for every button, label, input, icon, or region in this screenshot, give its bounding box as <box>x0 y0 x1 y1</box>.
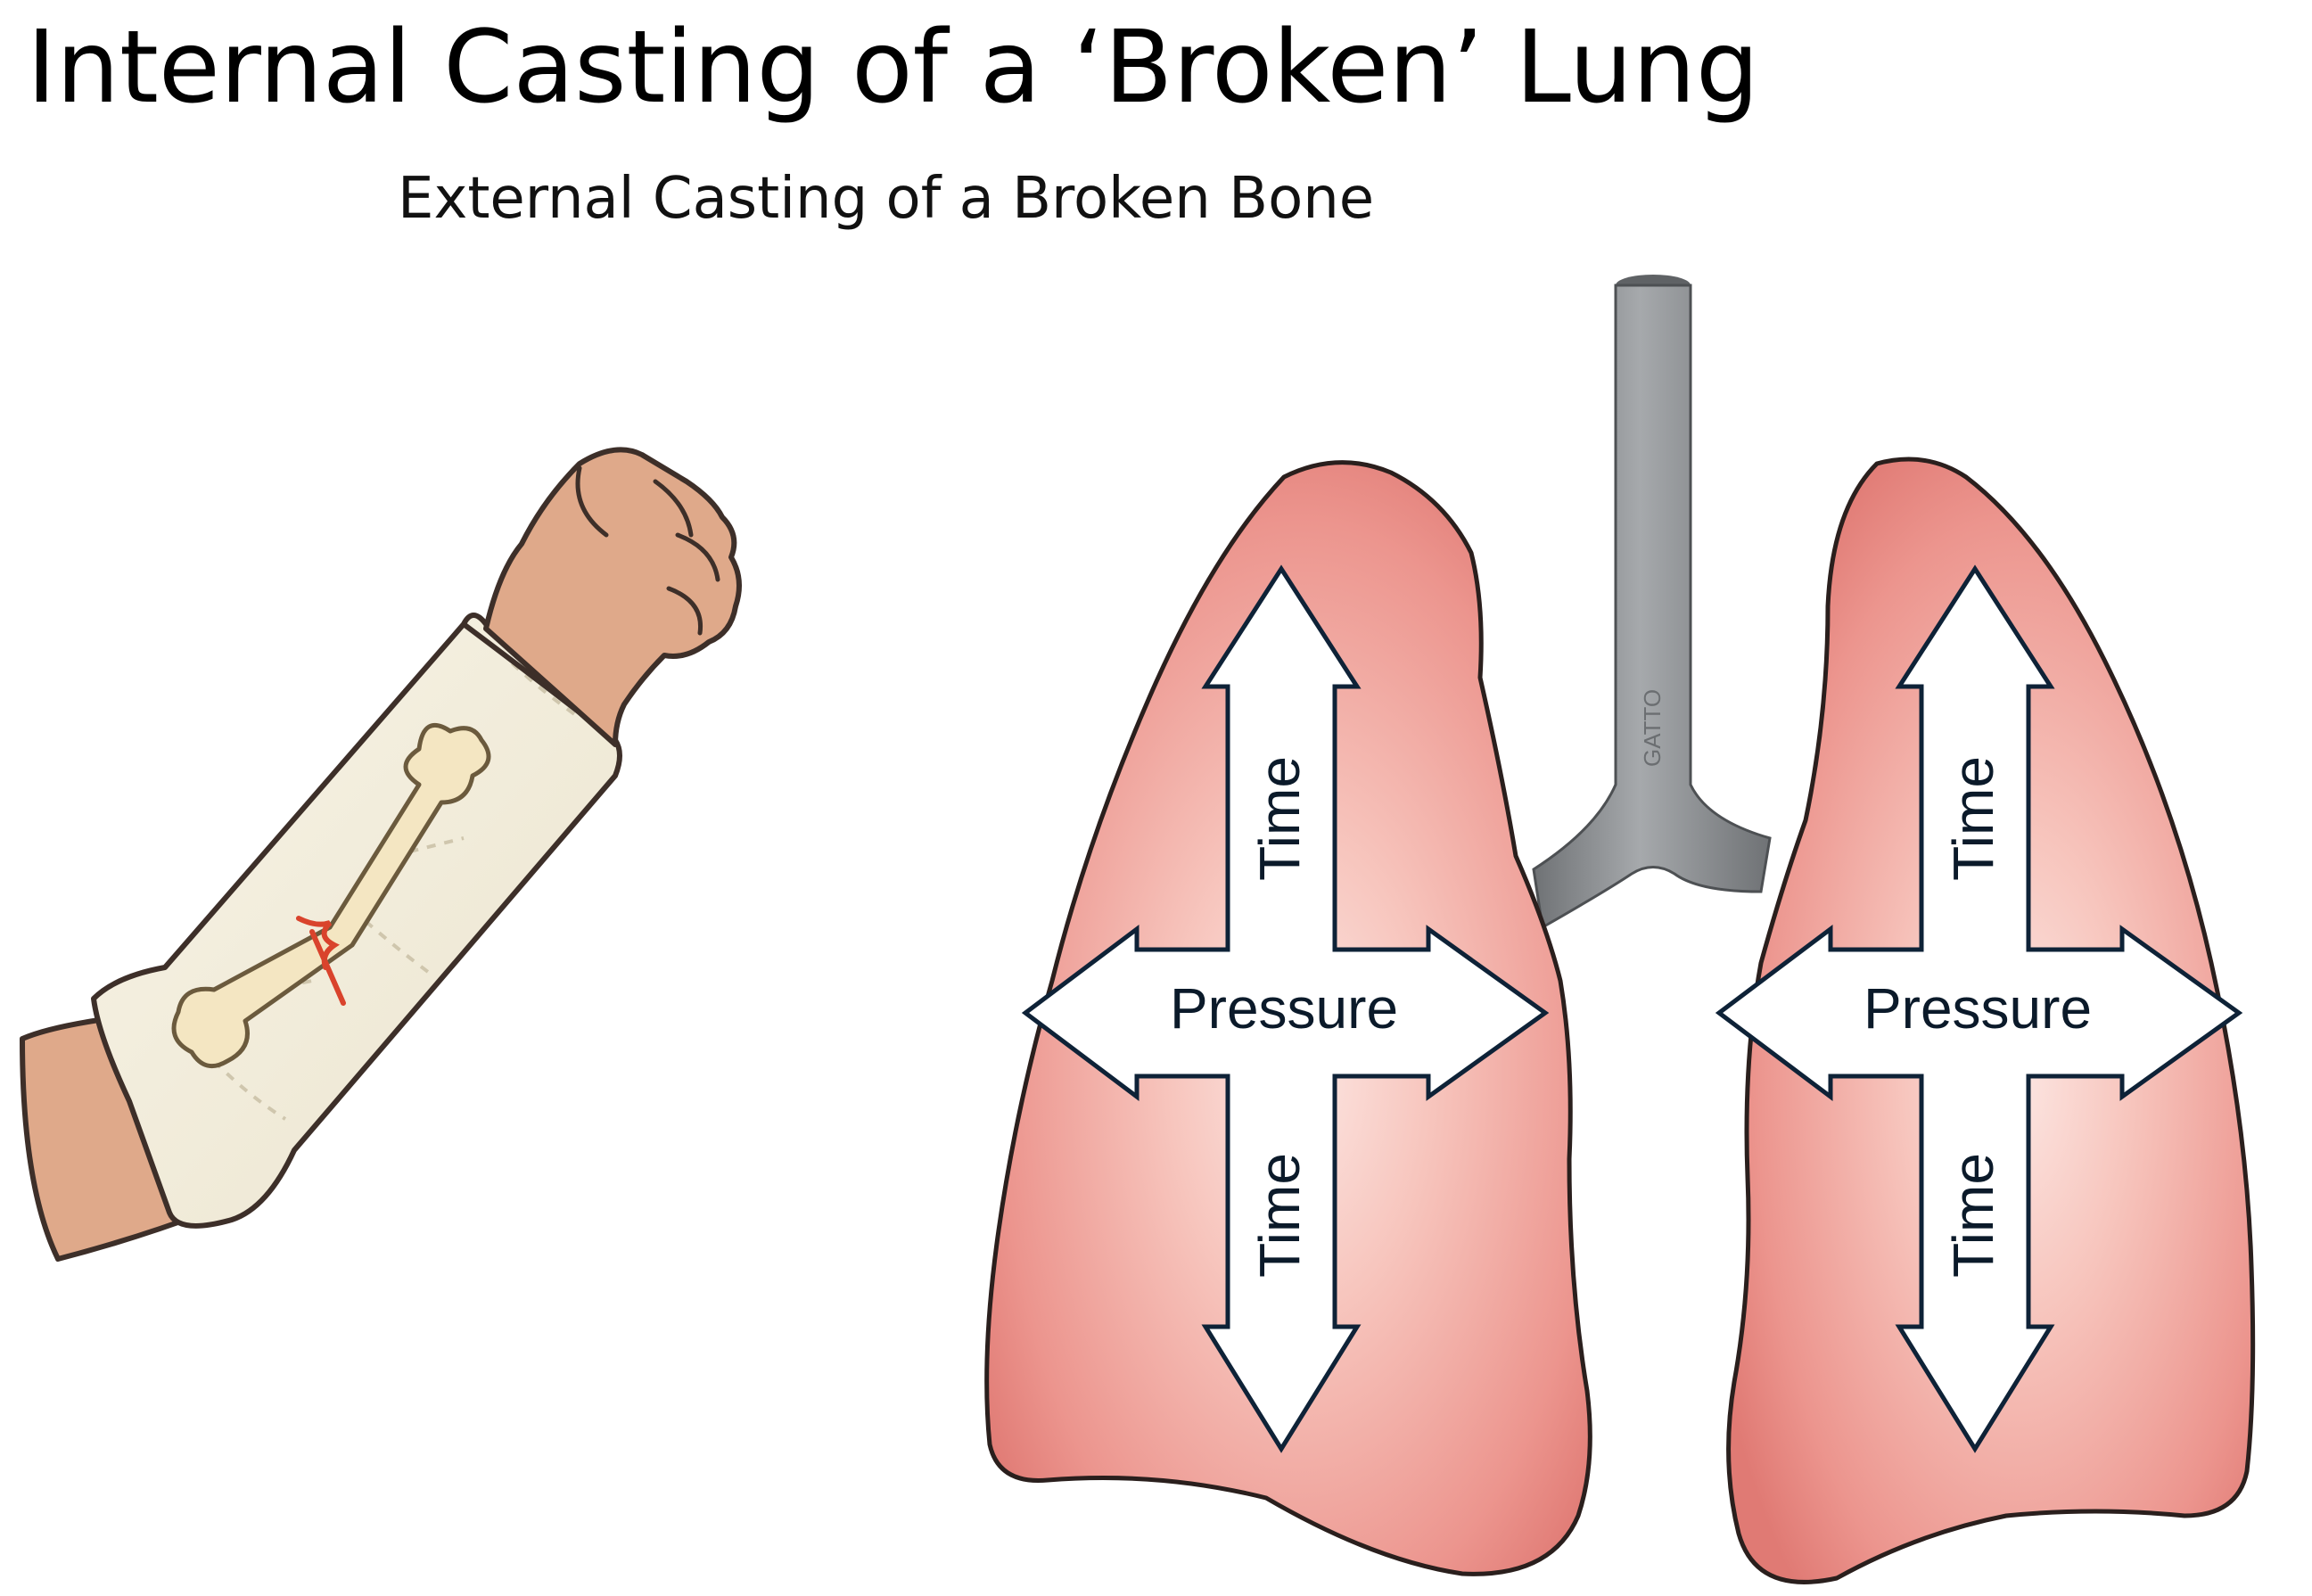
left-time-top-label: Time <box>1247 756 1312 881</box>
left-pressure-label: Pressure <box>1170 976 1398 1041</box>
slide-title: Internal Casting of a ‘Broken’ Lung <box>27 10 1759 126</box>
fracture-mark <box>296 916 346 1006</box>
left-cross-arrow: Pressure Time Time <box>1021 564 1550 1453</box>
left-time-bottom-label: Time <box>1247 1153 1312 1278</box>
lungs-with-trachea-icon: GATTO <box>984 275 2256 1584</box>
right-cross-arrow: Pressure Time Time <box>1715 564 2243 1453</box>
right-cross-arrow-shape <box>1715 564 2243 1453</box>
bone-icon <box>171 722 491 1069</box>
left-cross-arrow-shape <box>1021 564 1550 1453</box>
slide-subtitle: External Casting of a Broken Bone <box>398 166 1375 232</box>
trachea-text: GATTO <box>1639 689 1666 767</box>
right-time-bottom-label: Time <box>1941 1153 2005 1278</box>
trachea: GATTO <box>1532 275 1772 930</box>
right-pressure-label: Pressure <box>1864 976 2092 1041</box>
right-time-top-label: Time <box>1941 756 2005 881</box>
upper-arm <box>20 1014 208 1262</box>
hand <box>483 447 742 747</box>
finger-lines <box>575 465 720 636</box>
forearm-with-cast-icon <box>20 447 742 1262</box>
